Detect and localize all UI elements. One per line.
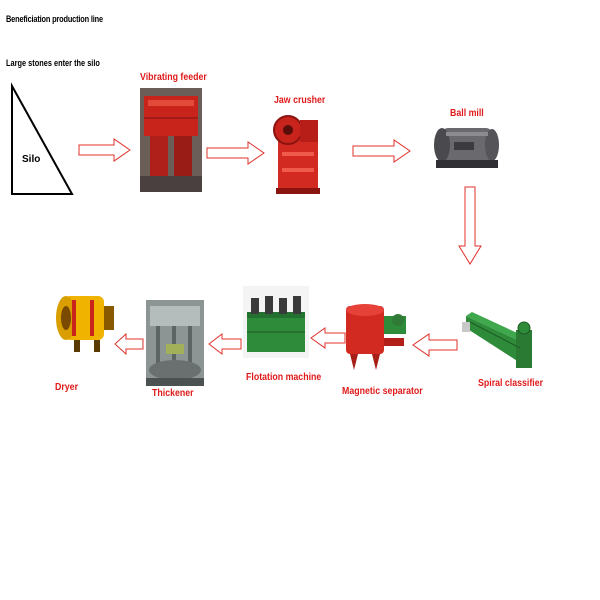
arrow-right-icon	[352, 139, 411, 163]
ball-mill-image	[434, 128, 499, 168]
ball-mill-label: Ball mill	[450, 108, 484, 119]
jaw-crusher-image	[273, 115, 320, 194]
thickener-image	[146, 300, 204, 386]
magnetic-separator-label: Magnetic separator	[342, 386, 423, 397]
vibrating-feeder-label: Vibrating feeder	[140, 72, 207, 83]
jaw-crusher-label: Jaw crusher	[274, 95, 326, 106]
page-subtitle: Large stones enter the silo	[6, 58, 100, 68]
arrow-down-icon	[458, 186, 482, 265]
silo-label: Silo	[22, 154, 41, 165]
arrow-right-icon	[206, 141, 265, 165]
flotation-machine-label: Flotation machine	[246, 372, 322, 383]
spiral-classifier-label: Spiral classifier	[478, 378, 544, 389]
arrow-left-icon	[208, 332, 242, 356]
magnetic-separator-image	[346, 304, 406, 370]
silo-triangle	[11, 82, 74, 195]
arrow-left-icon	[412, 333, 458, 357]
arrow-right-icon	[78, 138, 131, 162]
dryer-label: Dryer	[55, 382, 79, 393]
spiral-classifier-image	[462, 312, 532, 368]
flotation-machine-image	[243, 286, 309, 358]
arrow-left-icon	[310, 327, 346, 349]
page-title: Beneficiation production line	[6, 14, 103, 24]
dryer-image	[56, 296, 114, 352]
vibrating-feeder-image	[140, 88, 202, 192]
thickener-label: Thickener	[152, 388, 194, 399]
arrow-left-icon	[114, 332, 144, 356]
